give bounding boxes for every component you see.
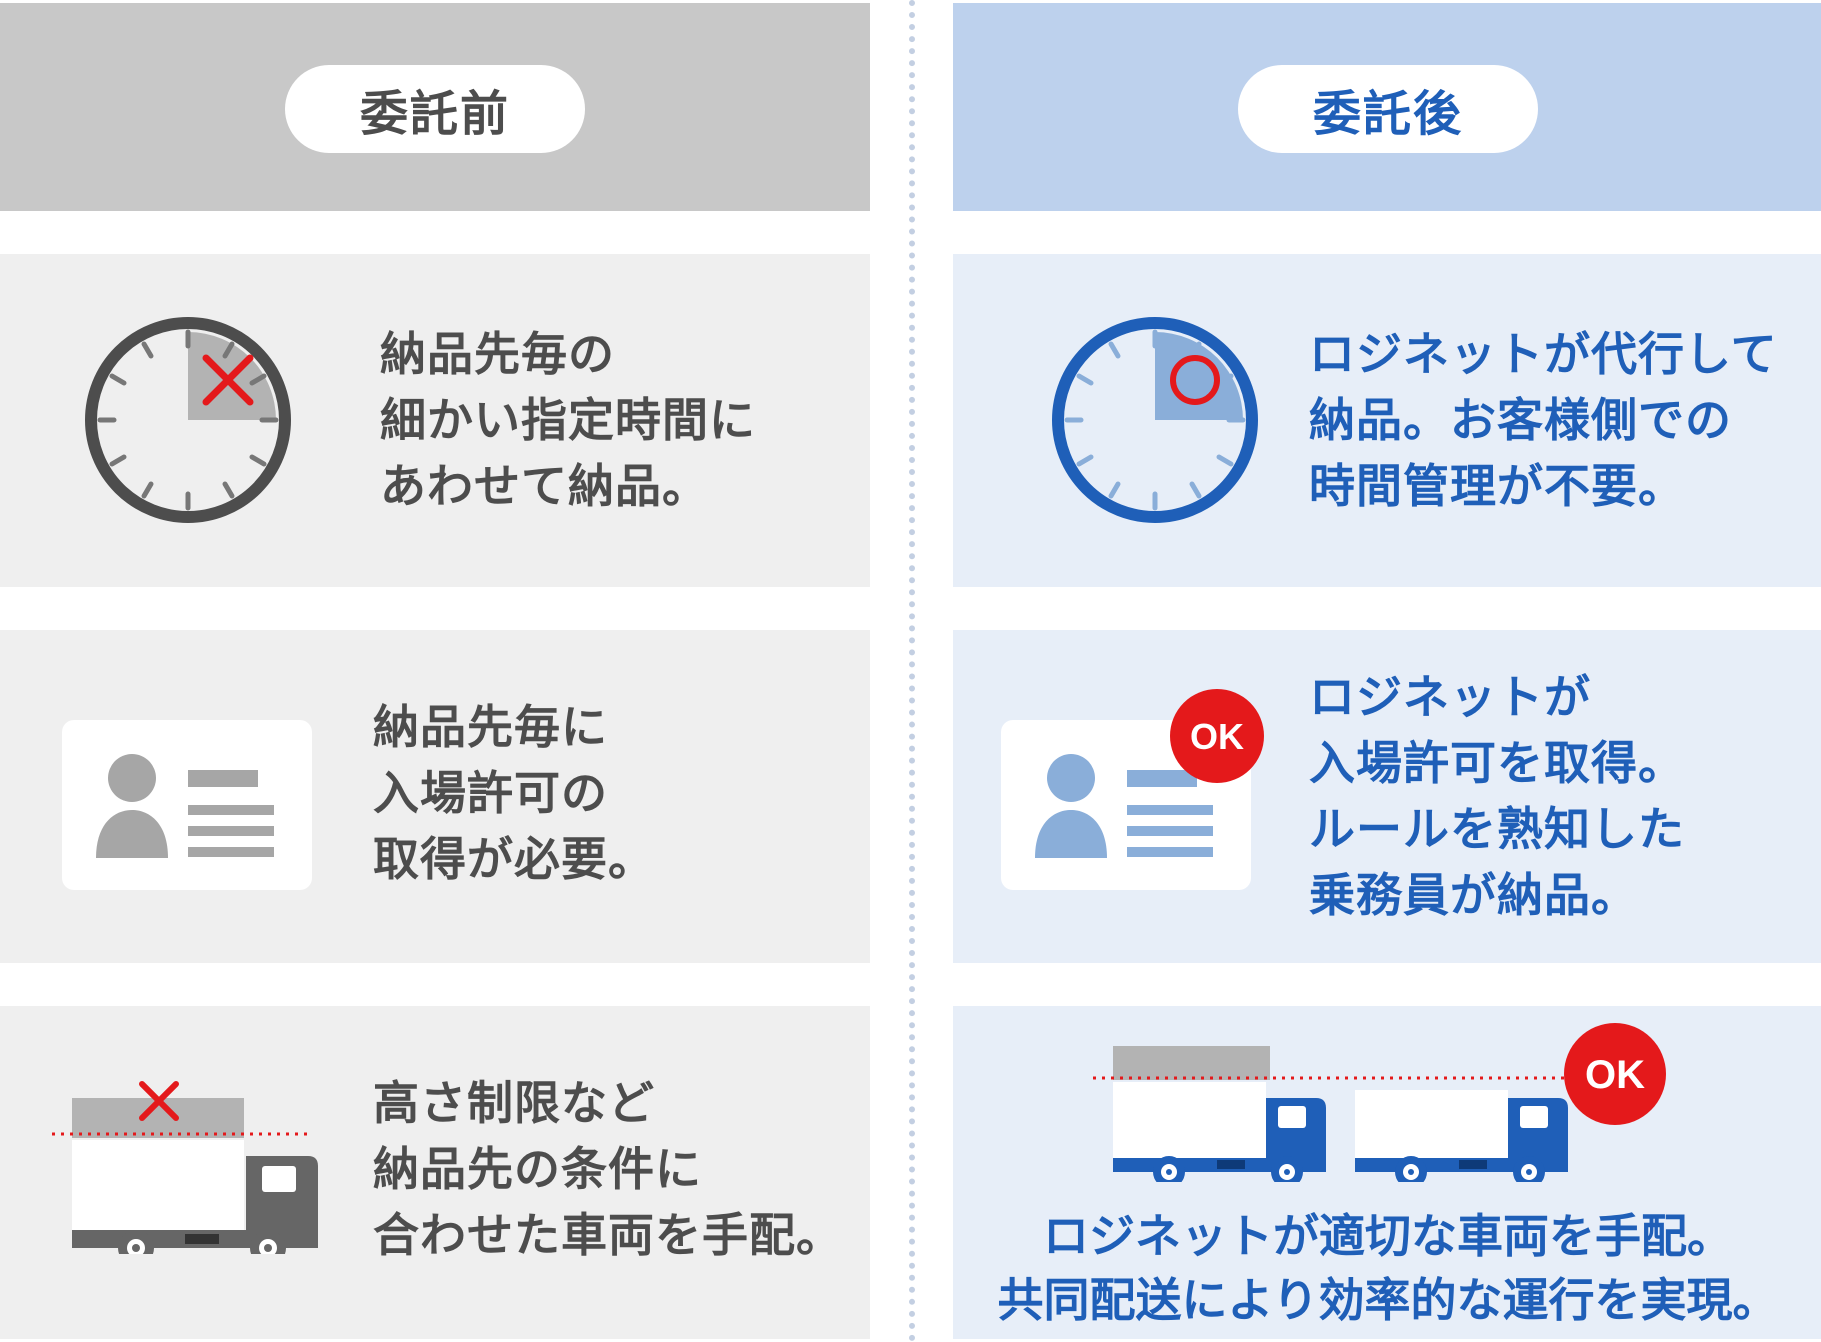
ok-badge: OK xyxy=(1564,1023,1666,1125)
after-header-label: 委託後 xyxy=(1238,65,1538,153)
clock-icon xyxy=(85,317,291,523)
after-card-permit: OK ロジネットが 入場許可を取得。 ルールを熟知した 乗務員が納品。 xyxy=(953,630,1821,963)
cross-mark-icon xyxy=(139,1081,179,1121)
ok-badge-label: OK xyxy=(1190,716,1244,757)
before-card-time: 納品先毎の 細かい指定時間に あわせて納品。 xyxy=(0,254,870,587)
before-text-time: 納品先毎の 細かい指定時間に あわせて納品。 xyxy=(380,327,756,513)
clock-icon xyxy=(1052,317,1258,523)
ok-badge-label: OK xyxy=(1585,1053,1645,1097)
cross-mark-icon xyxy=(202,354,254,406)
truck-icon xyxy=(52,1081,318,1254)
before-header-label: 委託前 xyxy=(285,65,585,153)
after-text-permit: ロジネットが 入場許可を取得。 ルールを熟知した 乗務員が納品。 xyxy=(1309,670,1685,922)
before-header: 委託前 xyxy=(0,3,870,211)
before-card-permit: 納品先毎に 入場許可の 取得が必要。 xyxy=(0,630,870,963)
after-card-time: ロジネットが代行して 納品。お客様側での 時間管理が不要。 xyxy=(953,254,1821,587)
before-text-permit: 納品先毎に 入場許可の 取得が必要。 xyxy=(373,700,655,886)
after-text-vehicle: ロジネットが適切な車両を手配。 共同配送により効率的な運行を実現。 xyxy=(997,1209,1779,1327)
after-text-time: ロジネットが代行して 納品。お客様側での 時間管理が不要。 xyxy=(1309,327,1778,513)
center-divider xyxy=(909,0,915,1342)
truck-icon xyxy=(1093,1046,1581,1182)
after-header: 委託後 xyxy=(953,3,1821,211)
after-card-vehicle: OK ロジネットが適切な車両を手配。 共同配送により効率的な運行を実現。 xyxy=(953,1006,1821,1339)
before-text-vehicle: 高さ制限など 納品先の条件に 合わせた車両を手配。 xyxy=(373,1076,843,1262)
ok-badge: OK xyxy=(1170,689,1264,783)
before-card-vehicle: 高さ制限など 納品先の条件に 合わせた車両を手配。 xyxy=(0,1006,870,1339)
circle-mark-icon xyxy=(1170,355,1220,405)
id-card-icon xyxy=(62,720,312,890)
